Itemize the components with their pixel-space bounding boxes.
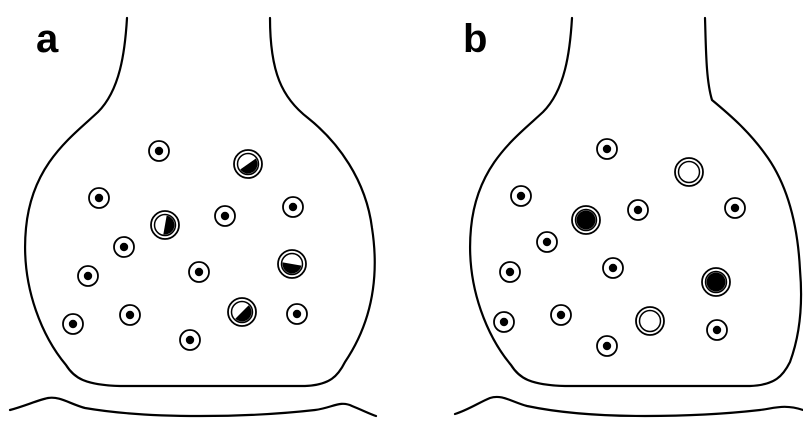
- large-vesicle-partial: [278, 250, 306, 278]
- small-vesicle: [628, 200, 648, 220]
- large-vesicle-empty: [675, 158, 703, 186]
- small-vesicle: [603, 258, 623, 278]
- small-vesicle: [114, 237, 134, 257]
- small-vesicle: [511, 186, 531, 206]
- vesicle-group-a: [63, 141, 307, 350]
- large-vesicle-empty: [636, 307, 664, 335]
- small-vesicle: [215, 206, 235, 226]
- postsynaptic-membrane-a: [10, 398, 376, 416]
- small-vesicle: [189, 262, 209, 282]
- small-vesicle: [494, 312, 514, 332]
- large-vesicle-filled: [702, 268, 730, 296]
- small-vesicle: [537, 232, 557, 252]
- small-vesicle: [500, 262, 520, 282]
- large-vesicle-filled: [572, 206, 600, 234]
- small-vesicle: [78, 266, 98, 286]
- small-vesicle: [149, 141, 169, 161]
- large-vesicle-partial: [234, 150, 262, 178]
- small-vesicle: [120, 305, 140, 325]
- large-vesicle-partial: [151, 211, 179, 239]
- postsynaptic-membrane-b: [455, 397, 803, 416]
- small-vesicle: [597, 336, 617, 356]
- large-vesicle-partial: [228, 298, 256, 326]
- small-vesicle: [180, 330, 200, 350]
- panel-a: a: [10, 17, 376, 416]
- vesicle-group-b: [494, 139, 745, 356]
- small-vesicle: [551, 305, 571, 325]
- small-vesicle: [597, 139, 617, 159]
- panel-label-a: a: [36, 17, 59, 61]
- small-vesicle: [707, 320, 727, 340]
- small-vesicle: [89, 188, 109, 208]
- small-vesicle: [283, 197, 303, 217]
- small-vesicle: [725, 198, 745, 218]
- panel-b: b: [455, 17, 803, 416]
- small-vesicle: [63, 314, 83, 334]
- small-vesicle: [287, 304, 307, 324]
- panel-label-b: b: [463, 17, 487, 61]
